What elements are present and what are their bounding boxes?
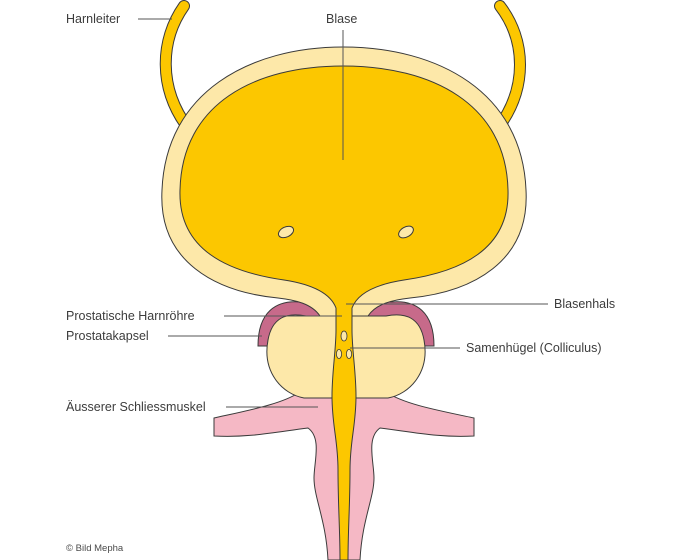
- colliculus-opening: [335, 348, 342, 359]
- label-samenhuegel: Samenhügel (Colliculus): [466, 341, 602, 355]
- image-credit: © Bild Mepha: [66, 543, 124, 554]
- label-blase: Blase: [326, 12, 358, 26]
- colliculus-opening: [340, 330, 348, 342]
- bladder-lumen: [179, 65, 509, 560]
- leader-lines: [138, 18, 548, 408]
- ureter-right-fill: [493, 1, 525, 133]
- ureter-orifice-left: [277, 225, 295, 239]
- colliculus-opening: [345, 348, 352, 359]
- ureter-orifice-right: [398, 225, 414, 239]
- ureter-left-fill: [160, 1, 193, 133]
- label-harnleiter: Harnleiter: [66, 12, 121, 26]
- label-blasenhals: Blasenhals: [554, 297, 616, 311]
- label-schliessmuskel: Äusserer Schliessmuskel: [66, 400, 206, 414]
- label-prostatische-harnroehre: Prostatische Harnröhre: [66, 309, 195, 323]
- label-prostatakapsel: Prostatakapsel: [66, 329, 149, 343]
